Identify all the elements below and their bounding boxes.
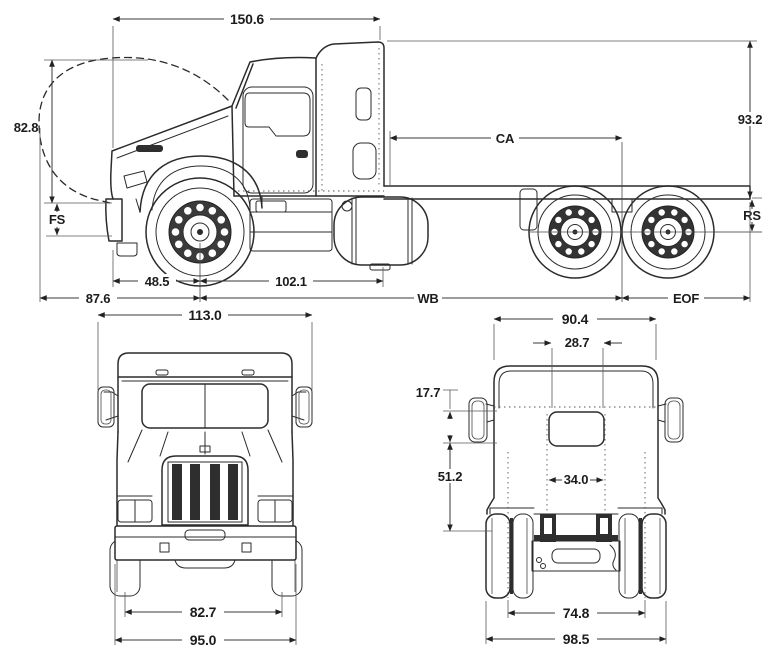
dim-overall-length-top: 150.6 — [112, 11, 381, 148]
dim-label-rear-window-width: 28.7 — [565, 335, 590, 350]
dim-label-bumper-width: 95.0 — [190, 632, 217, 648]
dim-label-track-width: 82.7 — [190, 604, 217, 620]
rear-window — [548, 411, 605, 447]
rear-view: 90.4 28.7 17.7 51.2 34.0 — [416, 311, 684, 647]
dim-label-overall-length: 150.6 — [230, 11, 264, 27]
door-handle — [296, 150, 308, 158]
dim-ca: CA — [389, 131, 623, 185]
front-left-mirror — [97, 386, 119, 428]
roof-marker-light-right — [241, 369, 255, 376]
dim-label-cab-height: 93.2 — [738, 112, 763, 127]
dim-label-front-section: 87.6 — [86, 291, 111, 306]
dim-bumper-width: 95.0 — [114, 564, 297, 648]
cab-door — [242, 86, 314, 194]
dim-label-ca: CA — [496, 131, 515, 146]
front-view: 113.0 82.7 95.0 — [97, 307, 313, 648]
dim-label-frame-width: 34.0 — [564, 472, 589, 487]
battery-box — [249, 198, 333, 252]
dim-track-width: 82.7 — [124, 592, 283, 620]
dim-label-wheelbase: WB — [417, 291, 438, 306]
dim-label-open-hood-height: 82.8 — [14, 120, 39, 135]
dim-bottom-chain: 87.6 WB EOF — [39, 128, 751, 306]
dim-width-over-mirrors: 113.0 — [97, 307, 313, 390]
grille-emblem — [199, 445, 211, 453]
rear-dual-wheels-right — [618, 513, 667, 599]
dim-label-mirror-width: 113.0 — [188, 307, 222, 323]
front-bumper — [105, 198, 138, 257]
dim-label-eof: EOF — [673, 291, 699, 306]
hood-tilt-arc — [38, 56, 229, 205]
rear-view-cab — [486, 365, 666, 598]
dim-cab-to-frame-height: 51.2 — [434, 442, 492, 532]
front-view-bumper — [114, 525, 297, 569]
dim-mirror-offset: 17.7 — [416, 385, 497, 444]
fuel-tank — [333, 196, 429, 271]
door-window — [244, 92, 311, 137]
grille — [161, 445, 249, 526]
dim-overall-tire-width: 98.5 — [485, 601, 667, 647]
rear-axle-assembly — [489, 507, 663, 572]
dim-rs: RS — [714, 199, 764, 233]
dim-label-axle-to-cab: 102.1 — [275, 274, 307, 289]
dim-label-bumper-to-axle: 48.5 — [145, 274, 170, 289]
front-right-mirror — [291, 386, 313, 428]
headlight-right — [257, 499, 293, 523]
sleeper-vent-upper — [355, 87, 372, 121]
dim-label-mirror-offset: 17.7 — [416, 385, 441, 400]
dim-open-hood-height: 82.8 — [14, 59, 148, 204]
rear-left-mirror — [468, 397, 495, 443]
roof-marker-light-left — [155, 369, 169, 376]
dim-label-cab-width: 90.4 — [562, 311, 589, 327]
dim-fs: FS — [45, 203, 112, 237]
rear-right-mirror — [657, 397, 684, 443]
dim-rear-window-width: 28.7 — [533, 335, 622, 408]
dim-cab-width: 90.4 — [493, 311, 657, 360]
dim-bumper-to-axle: 48.5 — [112, 250, 201, 289]
dim-cab-height: 93.2 — [387, 40, 767, 199]
dim-label-dual-centers: 74.8 — [563, 605, 590, 621]
headlight-left — [117, 499, 153, 523]
dim-axle-to-cab: 102.1 — [199, 267, 384, 289]
dim-label-cab-to-frame: 51.2 — [438, 469, 463, 484]
sleeper — [315, 41, 385, 187]
front-view-cab — [116, 352, 294, 527]
dim-label-rs: RS — [743, 208, 761, 223]
rear-dual-wheels-left — [485, 513, 534, 599]
dim-label-overall-tire-width: 98.5 — [563, 631, 590, 647]
hood-badge — [136, 145, 163, 152]
hood — [110, 105, 233, 200]
dim-frame-width: 34.0 — [548, 472, 604, 487]
cab — [231, 56, 385, 197]
license-recess — [184, 529, 226, 541]
sleeper-vent-lower — [352, 142, 377, 180]
dim-dual-centers: 74.8 — [507, 600, 646, 621]
dim-label-fs: FS — [49, 212, 66, 227]
side-view: 150.6 82.8 FS CA 93.2 — [14, 11, 767, 306]
